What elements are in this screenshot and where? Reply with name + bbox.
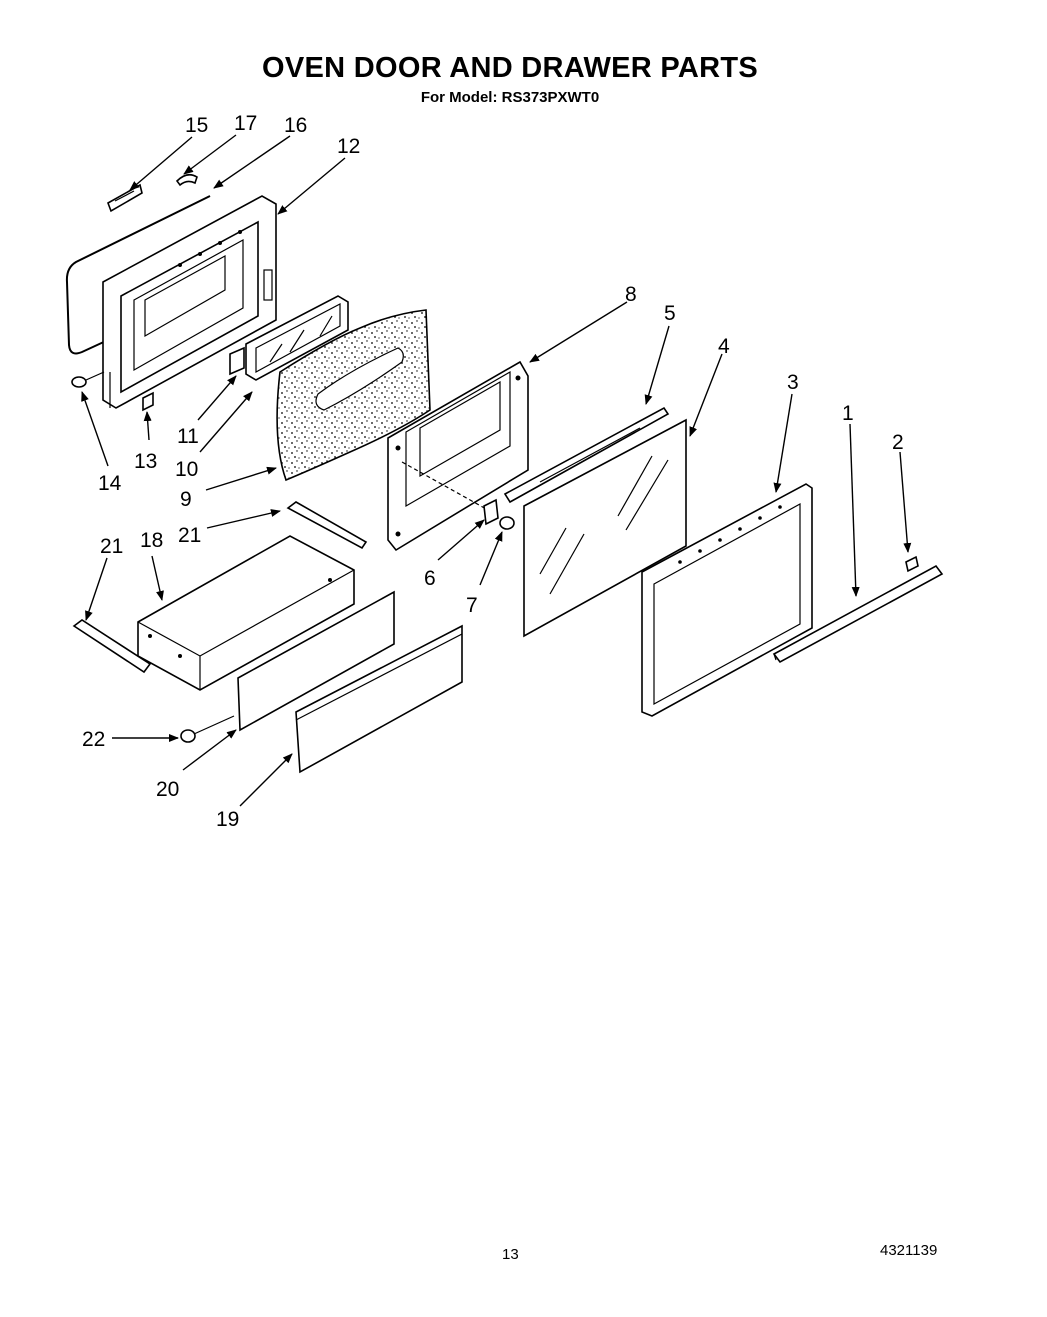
document-number: 4321139 — [880, 1242, 938, 1259]
part-7-bumper — [499, 516, 515, 530]
part-2-end-cap — [905, 555, 919, 573]
part-13-spacer — [142, 391, 154, 412]
callout-16: 16 — [284, 114, 307, 137]
callout-3: 3 — [787, 371, 799, 394]
callout-4: 4 — [718, 335, 730, 358]
callout-5: 5 — [664, 302, 676, 325]
part-4-outer-glass — [523, 418, 687, 638]
leader-lines — [81, 134, 912, 807]
part-14-screw — [71, 371, 105, 388]
callout-12: 12 — [337, 135, 360, 158]
callout-7: 7 — [466, 594, 478, 617]
part-9-insulation — [276, 309, 431, 482]
callout-21-upper: 21 — [178, 524, 201, 547]
callout-20: 20 — [156, 778, 179, 801]
part-15-bracket — [107, 183, 143, 213]
callout-19: 19 — [216, 808, 239, 831]
callout-labels: 15 17 16 12 8 5 4 3 1 2 11 10 13 14 9 21… — [82, 112, 904, 831]
page-title: OVEN DOOR AND DRAWER PARTS — [262, 52, 758, 84]
callout-2: 2 — [892, 431, 904, 454]
callout-14: 14 — [98, 472, 122, 495]
callout-22: 22 — [82, 728, 105, 751]
part-1-handle — [772, 564, 944, 664]
part-10-glass-pack — [245, 295, 349, 381]
part-21-drawer-slide-left — [72, 619, 152, 674]
callout-8: 8 — [625, 283, 637, 306]
model-subtitle: For Model: RS373PXWT0 — [420, 89, 600, 106]
part-16-gasket — [65, 195, 211, 355]
part-8-door-liner — [387, 360, 529, 552]
part-5-trim-strip — [503, 406, 670, 504]
callout-11: 11 — [177, 425, 199, 448]
part-20-drawer-panel — [237, 590, 395, 732]
part-22-screw — [180, 715, 235, 743]
callout-21-left: 21 — [100, 535, 123, 558]
part-18-drawer-body — [137, 535, 355, 691]
callout-10: 10 — [175, 458, 198, 481]
callout-13: 13 — [134, 450, 157, 473]
callout-18: 18 — [140, 529, 163, 552]
callout-6: 6 — [424, 567, 436, 590]
callout-17: 17 — [234, 112, 257, 135]
callout-15: 15 — [185, 114, 208, 137]
part-12-inner-door-frame — [102, 195, 277, 409]
part-6-hinge — [483, 498, 499, 526]
page-number: 13 — [502, 1246, 519, 1263]
part-11-hinge-clip — [229, 346, 245, 376]
part-19-drawer-front — [295, 624, 463, 774]
callout-9: 9 — [180, 488, 192, 511]
callout-1: 1 — [842, 402, 854, 425]
part-21-drawer-slide-upper — [286, 501, 368, 550]
part-17-clip — [175, 173, 198, 187]
part-3-outer-frame — [641, 483, 813, 717]
